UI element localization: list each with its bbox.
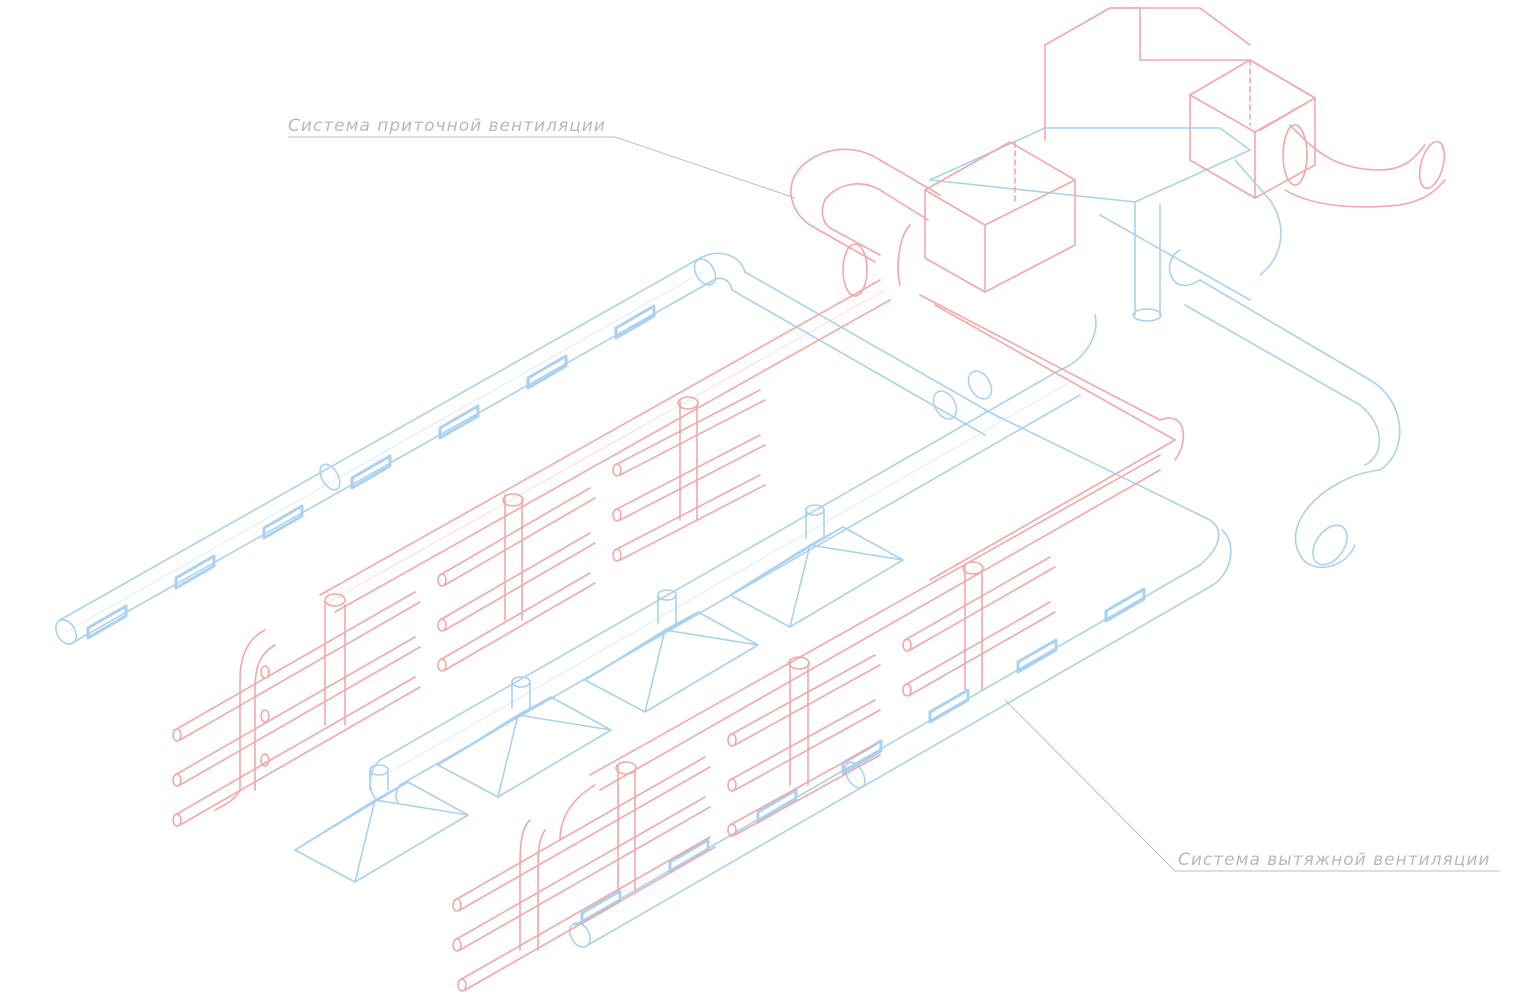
supply-fan-box [790,141,1076,297]
exhaust-duct-top [693,252,1001,436]
exhaust-duct-left [55,257,713,645]
exhaust-air-handling-unit [929,127,1401,569]
supply-branch-f [902,556,1056,697]
supply-air-handling-unit [1044,7,1446,208]
supply-branch-d [452,756,716,992]
exhaust-grilles-left [86,304,656,640]
label-supply: Система приточной вентиляции [288,116,606,136]
label-exhaust: Система вытяжной вентиляции [1178,850,1490,870]
supply-branch-c [612,389,766,562]
exhaust-ventilation-system [55,127,1401,948]
supply-branch-e [727,654,881,837]
supply-branch-b [437,487,596,672]
label-exhaust-callout: Система вытяжной вентиляции [1004,699,1500,872]
exhaust-hoods [294,504,904,883]
label-supply-callout: Система приточной вентиляции [288,116,796,199]
supply-main-trunk [319,279,1185,841]
supply-ventilation-system [172,7,1446,992]
exhaust-duct-right [569,409,1232,948]
supply-branch-a [172,591,421,827]
